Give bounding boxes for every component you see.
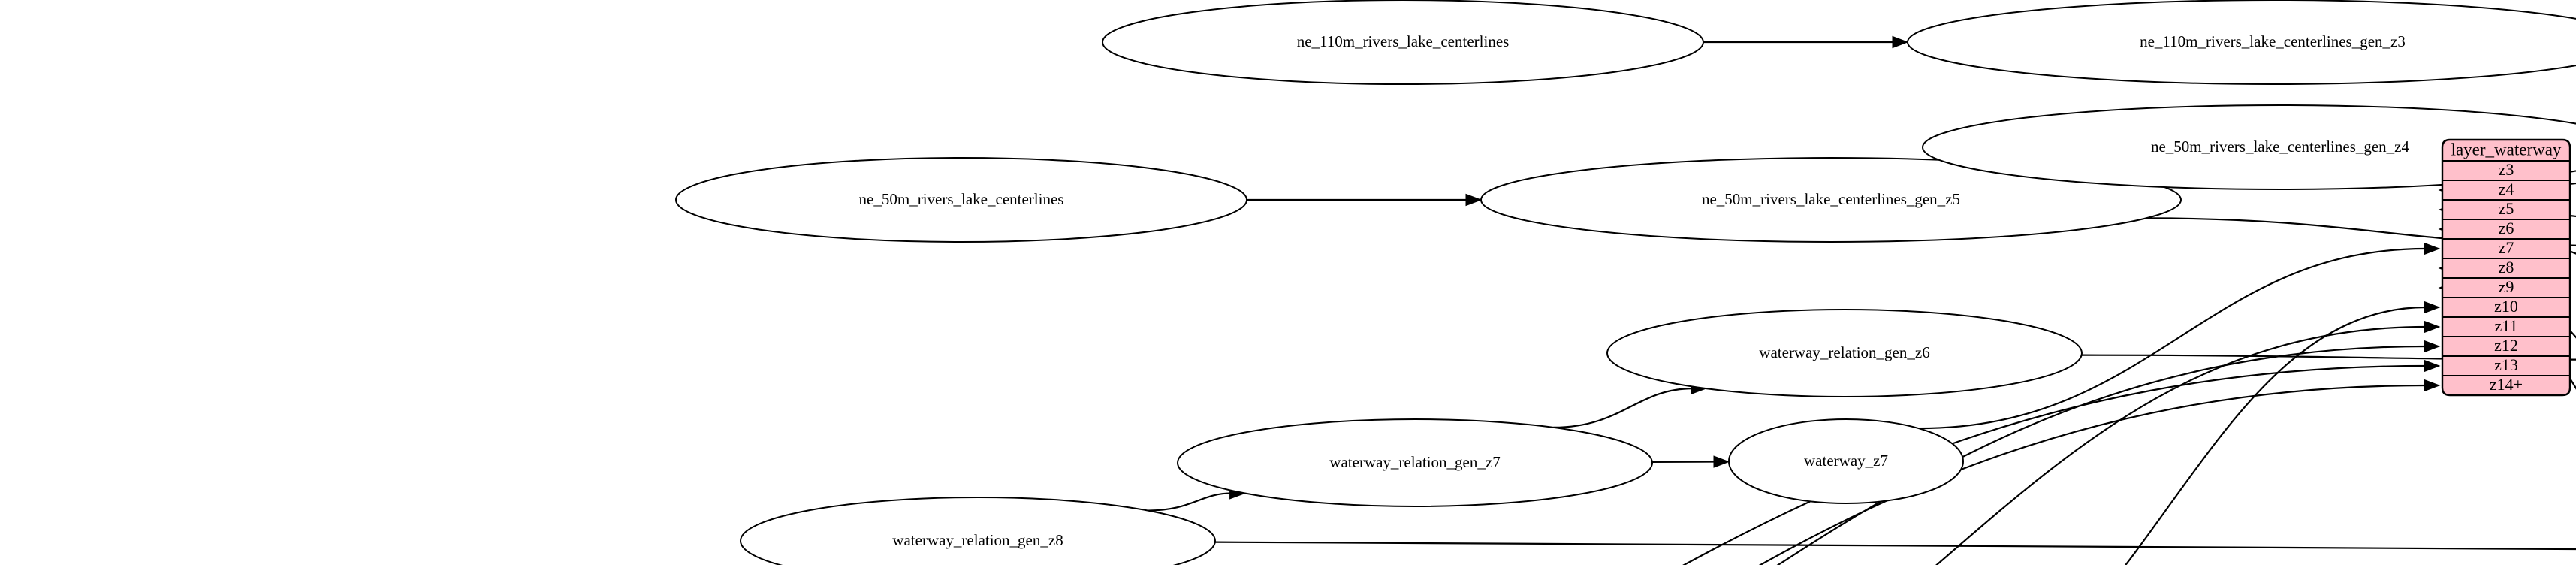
- graph-edge: [1148, 487, 1247, 512]
- graph-edge: [1758, 379, 2441, 565]
- graph-node-label: waterway_relation_gen_z8: [892, 531, 1063, 549]
- table-row-label: z5: [2499, 199, 2514, 218]
- graph-node-ne_110m_rivers_lake_centerlines[interactable]: ne_110m_rivers_lake_centerlines: [1102, 0, 1704, 85]
- layer-waterway-table: layer_waterwayz3z4z5z6z7z8z9z10z11z12z13…: [2441, 138, 2571, 397]
- graph-edge: [1247, 193, 1483, 207]
- graph-node-label: ne_50m_rivers_lake_centerlines: [859, 190, 1064, 208]
- graph-node-label: ne_50m_rivers_lake_centerlines_gen_z5: [1702, 190, 1960, 208]
- graph-edge: [1918, 242, 2441, 430]
- table-row-label: z10: [2494, 297, 2518, 316]
- table-title: layer_waterway: [2451, 140, 2562, 159]
- graph-node-ne_50m_rivers_lake_centerlines[interactable]: ne_50m_rivers_lake_centerlines: [675, 157, 1247, 243]
- graph-node-label: waterway_z7: [1804, 452, 1888, 470]
- table-row-label: z7: [2499, 238, 2514, 257]
- graph-edge: [1214, 541, 2576, 551]
- graph-node-label: ne_50m_rivers_lake_centerlines_gen_z4: [2151, 137, 2410, 156]
- graph-node-ne_50m_rivers_lake_centerlines_gen_z4[interactable]: ne_50m_rivers_lake_centerlines_gen_z4: [1922, 104, 2576, 190]
- graph-edge: [1776, 340, 2441, 565]
- graph-edge: [1651, 455, 1730, 468]
- graph-edge: [1553, 382, 1707, 429]
- table-row-label: z9: [2499, 277, 2514, 296]
- graph-node-label: waterway_relation_gen_z7: [1329, 453, 1500, 471]
- graph-edge: [2124, 301, 2441, 565]
- graph-edge: [1703, 35, 1909, 49]
- graph-edge: [1935, 320, 2441, 565]
- graph-node-waterway_relation_gen_z7[interactable]: waterway_relation_gen_z7: [1177, 418, 1653, 507]
- graph-node-waterway_relation_gen_z6[interactable]: waterway_relation_gen_z6: [1606, 309, 2083, 397]
- graph-node-ne_50m_rivers_lake_centerlines_gen_z5[interactable]: ne_50m_rivers_lake_centerlines_gen_z5: [1480, 157, 2182, 243]
- graph-node-label: ne_110m_rivers_lake_centerlines_gen_z3: [2140, 32, 2406, 50]
- graph-node-waterway_z7[interactable]: waterway_z7: [1728, 418, 1964, 504]
- graph-node-waterway_relation_gen_z8[interactable]: waterway_relation_gen_z8: [740, 497, 1216, 565]
- table-row-label: z8: [2499, 258, 2514, 276]
- table-row-label: z11: [2495, 316, 2518, 335]
- table-outline: [2441, 138, 2571, 397]
- graph-node-label: ne_110m_rivers_lake_centerlines: [1297, 32, 1510, 50]
- graph-node-label: waterway_relation_gen_z6: [1759, 343, 1929, 361]
- table-row-label: z4: [2499, 180, 2514, 198]
- table-row-label: z13: [2494, 355, 2518, 374]
- table-row-label: z3: [2499, 160, 2514, 179]
- table-row-label: z14+: [2490, 375, 2523, 394]
- table-row-label: z6: [2499, 219, 2514, 237]
- table-row-label: z12: [2494, 336, 2518, 355]
- graph-node-ne_110m_rivers_lake_centerlines_gen_z3[interactable]: ne_110m_rivers_lake_centerlines_gen_z3: [1907, 0, 2576, 85]
- graph-edge: [1682, 359, 2441, 565]
